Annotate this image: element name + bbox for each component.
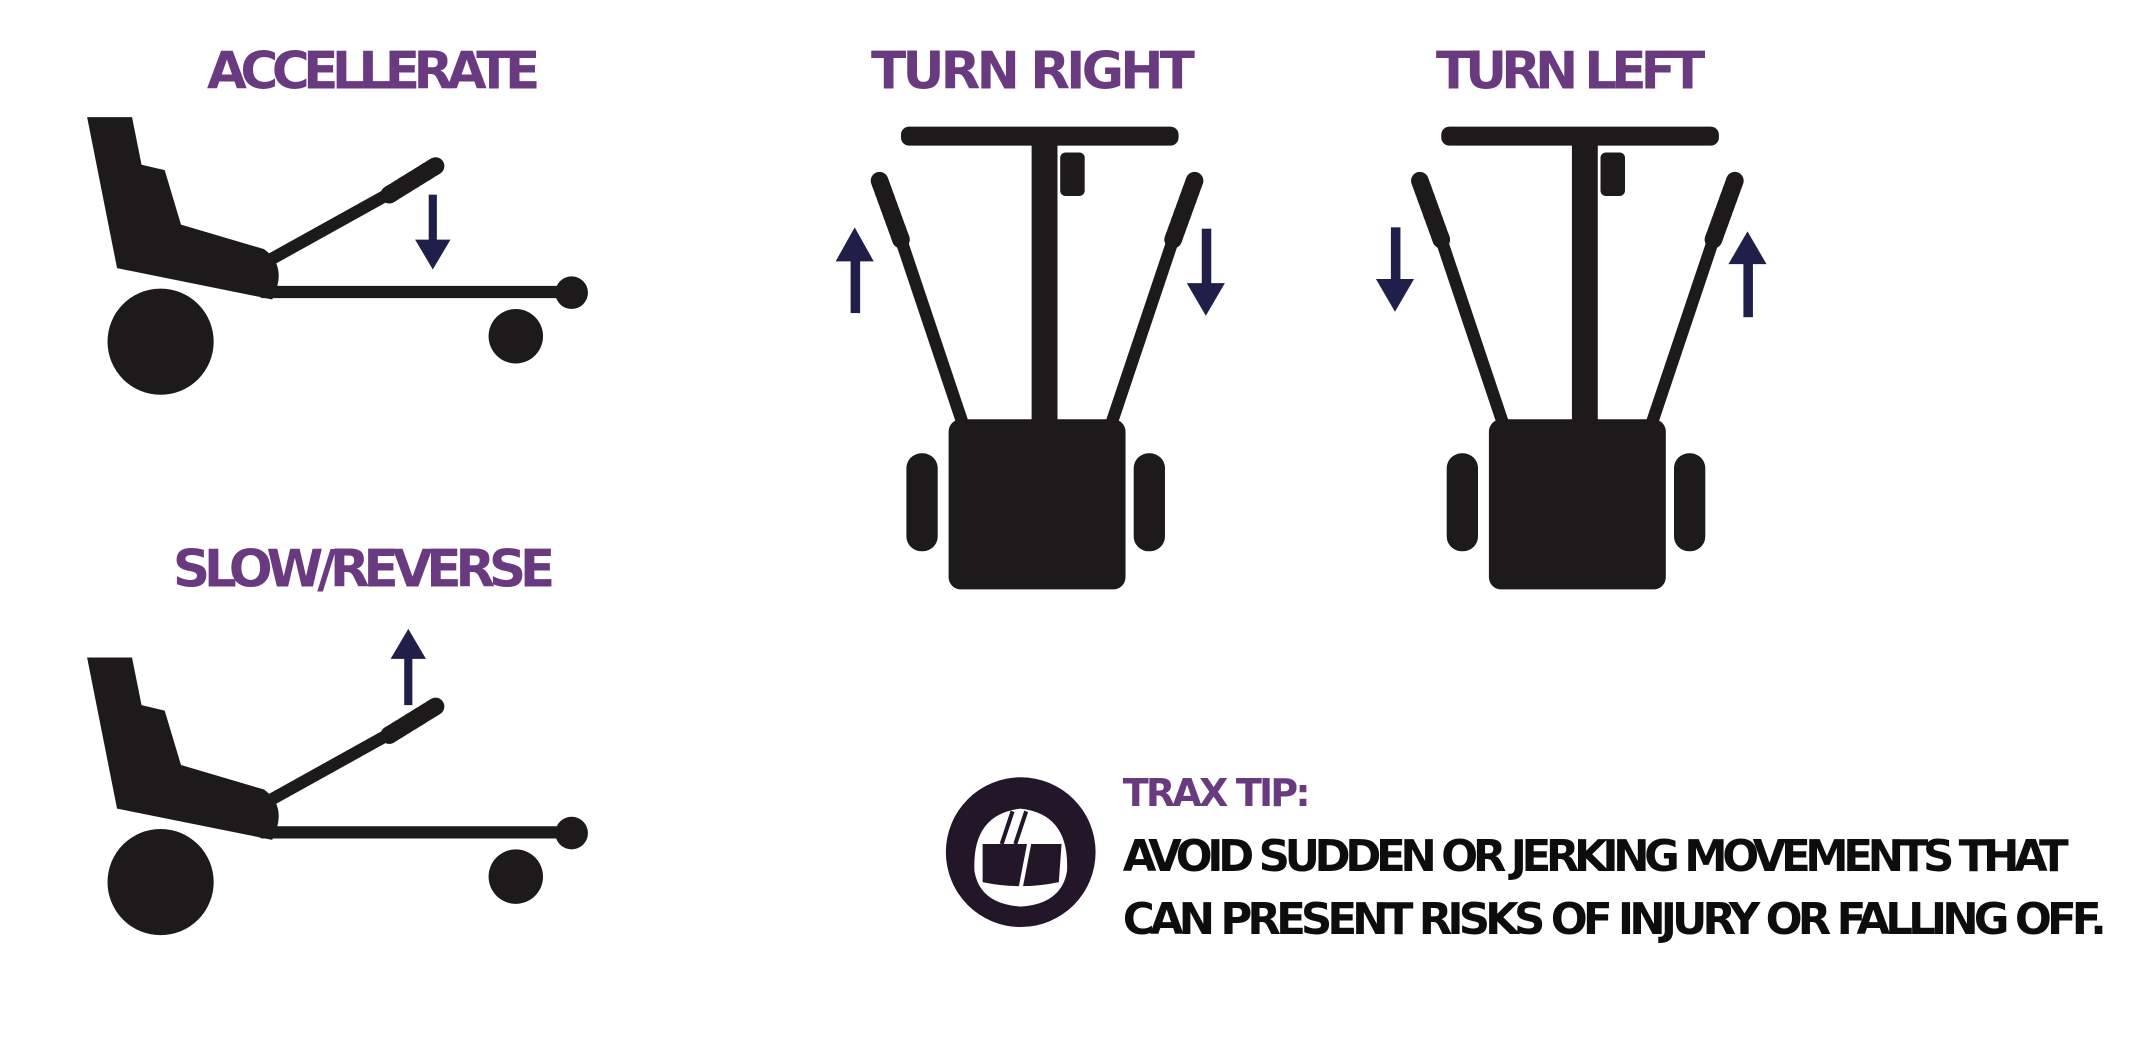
turn-right-title: TURN RIGHT: [871, 41, 1195, 101]
slow-reverse-section: SLOW/REVERSE: [87, 540, 588, 935]
accelerate-section: ACCELLERATE: [87, 41, 588, 394]
turn-right-section: TURN RIGHT: [835, 41, 1225, 590]
accelerate-title: ACCELLERATE: [207, 41, 540, 101]
helmet-icon: [945, 777, 1096, 928]
arrow-up-icon: [390, 628, 426, 706]
tip-line-1: AVOID SUDDEN OR JERKING MOVEMENTS THAT: [1123, 832, 2069, 882]
kart-top-view-figure: [879, 127, 1195, 590]
turn-left-title: TURN LEFT: [1436, 41, 1705, 101]
slow-reverse-title: SLOW/REVERSE: [173, 540, 555, 600]
arrow-down-icon: [1186, 228, 1225, 316]
trax-tip: TRAX TIP: AVOID SUDDEN OR JERKING MOVEME…: [945, 771, 2107, 945]
kart-side-view-figure: [87, 657, 588, 935]
kart-top-view-figure: [1419, 127, 1735, 590]
tip-heading: TRAX TIP:: [1123, 771, 1311, 815]
turn-left-section: TURN LEFT: [1375, 41, 1767, 590]
arrow-down-icon: [415, 194, 451, 270]
arrow-up-icon: [835, 227, 874, 314]
tip-line-2: CAN PRESENT RISKS OF INJURY OR FALLING O…: [1123, 895, 2107, 945]
kart-side-view-figure: [87, 117, 588, 395]
arrow-down-icon: [1375, 227, 1415, 312]
arrow-up-icon: [1728, 231, 1767, 318]
